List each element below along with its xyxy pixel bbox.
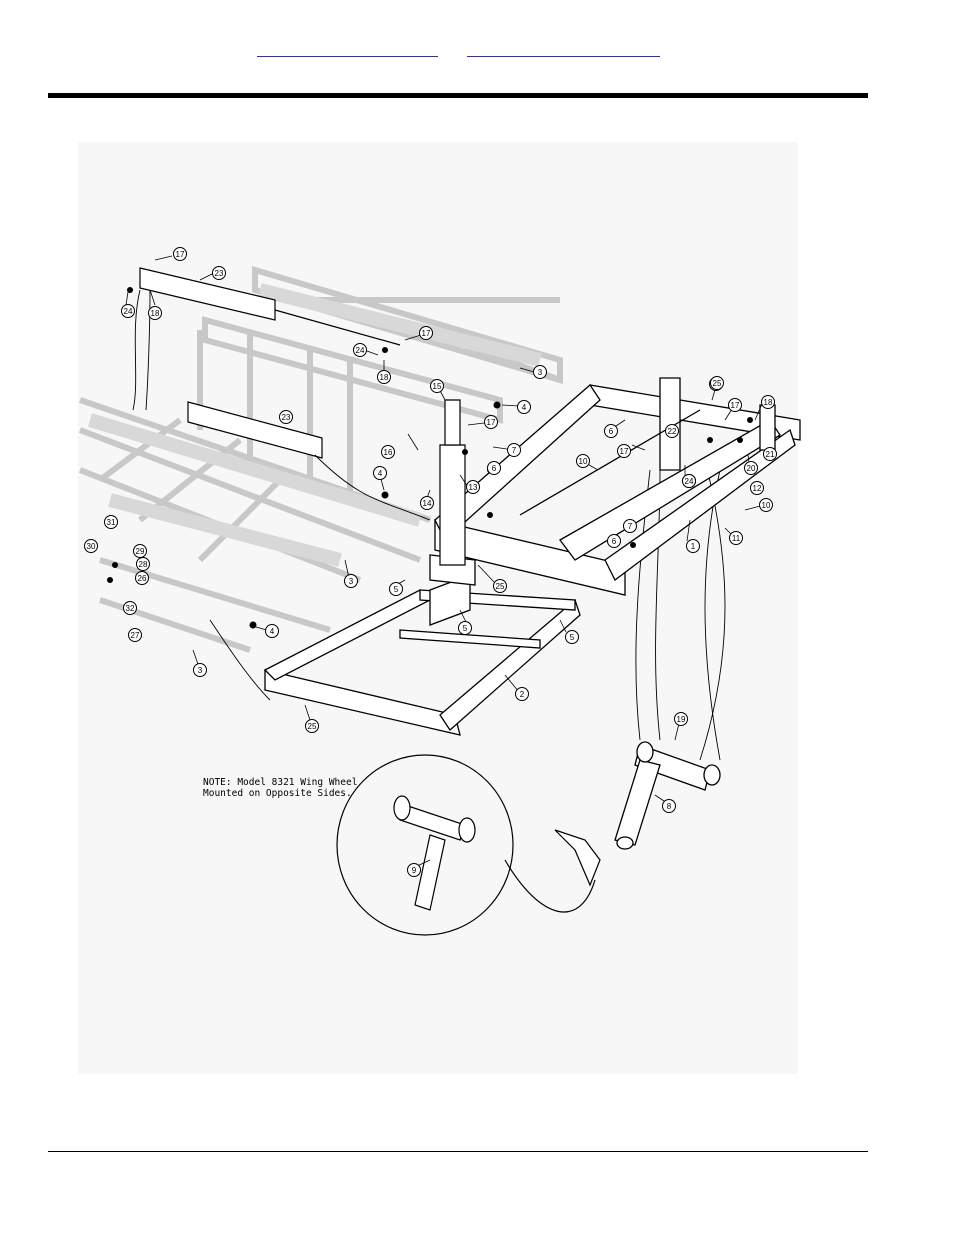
callout-number: 1 bbox=[691, 542, 696, 551]
callout-number: 12 bbox=[753, 484, 762, 493]
callout-number: 5 bbox=[570, 633, 575, 642]
callout-number: 5 bbox=[394, 585, 399, 594]
callout-number: 5 bbox=[463, 624, 468, 633]
footer-rule bbox=[48, 1151, 868, 1152]
callout-number: 11 bbox=[732, 534, 741, 543]
callout-number: 25 bbox=[496, 582, 505, 591]
callout-number: 17 bbox=[731, 401, 740, 410]
callout-number: 24 bbox=[685, 477, 694, 486]
detail-view bbox=[337, 755, 600, 935]
callout-number: 22 bbox=[668, 427, 677, 436]
callout-number: 24 bbox=[124, 307, 133, 316]
callout-number: 19 bbox=[677, 715, 686, 724]
callout-number: 17 bbox=[487, 418, 496, 427]
callout-number: 20 bbox=[747, 464, 756, 473]
callout-number: 7 bbox=[512, 446, 517, 455]
callout-number: 15 bbox=[433, 382, 442, 391]
callout-number: 17 bbox=[176, 250, 185, 259]
callout-number: 21 bbox=[766, 450, 775, 459]
callout-number: 3 bbox=[349, 577, 354, 586]
note-line-1: NOTE: Model 8321 Wing Wheel bbox=[203, 777, 357, 788]
callout-number: 9 bbox=[412, 866, 417, 875]
callout-number: 29 bbox=[136, 547, 145, 556]
callout-number: 6 bbox=[612, 537, 617, 546]
callout-number: 24 bbox=[356, 346, 365, 355]
callout-number: 6 bbox=[609, 427, 614, 436]
callout-number: 4 bbox=[270, 627, 275, 636]
hitch-frame bbox=[265, 555, 580, 735]
callout-number: 2 bbox=[520, 690, 525, 699]
callout-number: 14 bbox=[423, 499, 432, 508]
model-note: NOTE: Model 8321 Wing Wheel Mounted on O… bbox=[203, 777, 357, 799]
callout-number: 28 bbox=[139, 560, 148, 569]
callout-number: 18 bbox=[151, 309, 160, 318]
wing-wheel bbox=[615, 742, 720, 849]
callout-number: 30 bbox=[87, 542, 96, 551]
note-line-2: Mounted on Opposite Sides. bbox=[203, 788, 352, 799]
callout-number: 17 bbox=[620, 447, 629, 456]
callout-number: 8 bbox=[667, 802, 672, 811]
callout-number: 27 bbox=[131, 631, 140, 640]
callout-number: 32 bbox=[126, 604, 135, 613]
callout-number: 10 bbox=[762, 501, 771, 510]
callout-number: 25 bbox=[308, 722, 317, 731]
callout-number: 4 bbox=[378, 469, 383, 478]
callout-number: 3 bbox=[538, 368, 543, 377]
callout-number: 23 bbox=[282, 413, 291, 422]
callout-number: 3 bbox=[198, 666, 203, 675]
callout-number: 26 bbox=[138, 574, 147, 583]
callout-number: 23 bbox=[215, 269, 224, 278]
callout-number: 13 bbox=[469, 483, 478, 492]
callout-number: 16 bbox=[384, 448, 393, 457]
callout-number: 31 bbox=[107, 518, 116, 527]
callout-number: 18 bbox=[764, 398, 773, 407]
callout-number: 25 bbox=[713, 379, 722, 388]
callout-number: 4 bbox=[522, 403, 527, 412]
callout-number: 18 bbox=[380, 373, 389, 382]
callout-number: 10 bbox=[579, 457, 588, 466]
callout-number: 17 bbox=[422, 329, 431, 338]
callout-number: 7 bbox=[628, 522, 633, 531]
main-frame bbox=[435, 378, 800, 595]
callout-number: 6 bbox=[492, 464, 497, 473]
center-tower bbox=[440, 400, 465, 565]
